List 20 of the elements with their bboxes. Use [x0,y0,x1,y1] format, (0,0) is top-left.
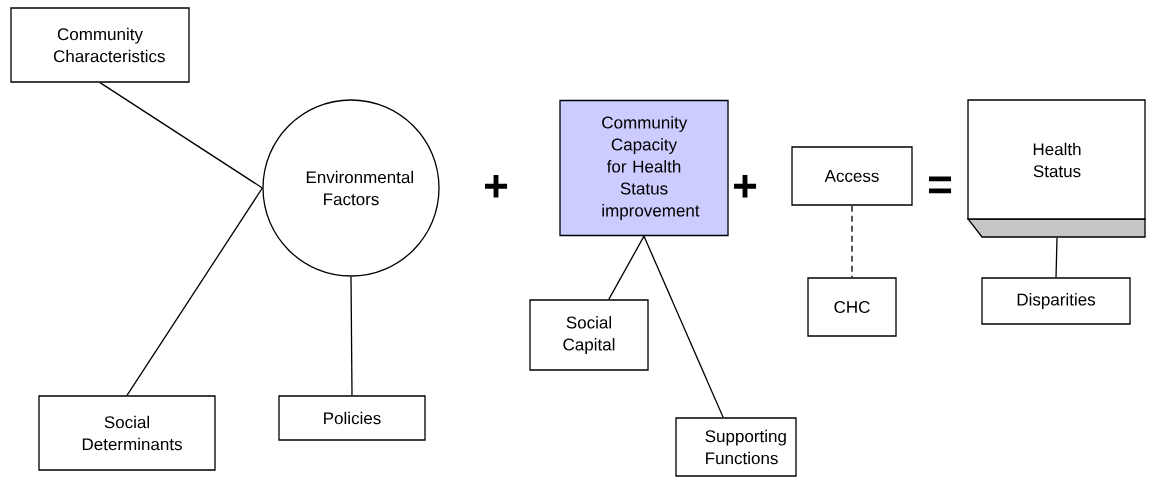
operator-sign: + [734,175,757,198]
connector-line [851,205,853,278]
process-box: CHC [807,277,897,337]
connector-line [1055,237,1058,278]
process-box: Supporting Functions [675,417,797,477]
circle-node: Environmental Factors [262,99,440,277]
process-box: Access [791,146,913,206]
operator-sign: = [929,176,952,194]
process-box: Social Determinants [38,395,216,471]
connector-line [126,187,263,396]
process-box: Community Capacity for Health Status improvement [559,99,729,237]
process-box: Policies [278,395,426,441]
connector-line [99,82,263,189]
process-box: Community Characteristics [10,7,190,83]
process-box: Disparities [981,277,1131,325]
connector-line [350,276,353,396]
operator-sign: + [485,175,508,198]
process-box: Social Capital [529,299,649,371]
connector-line [643,235,724,418]
connector-line [608,235,645,300]
